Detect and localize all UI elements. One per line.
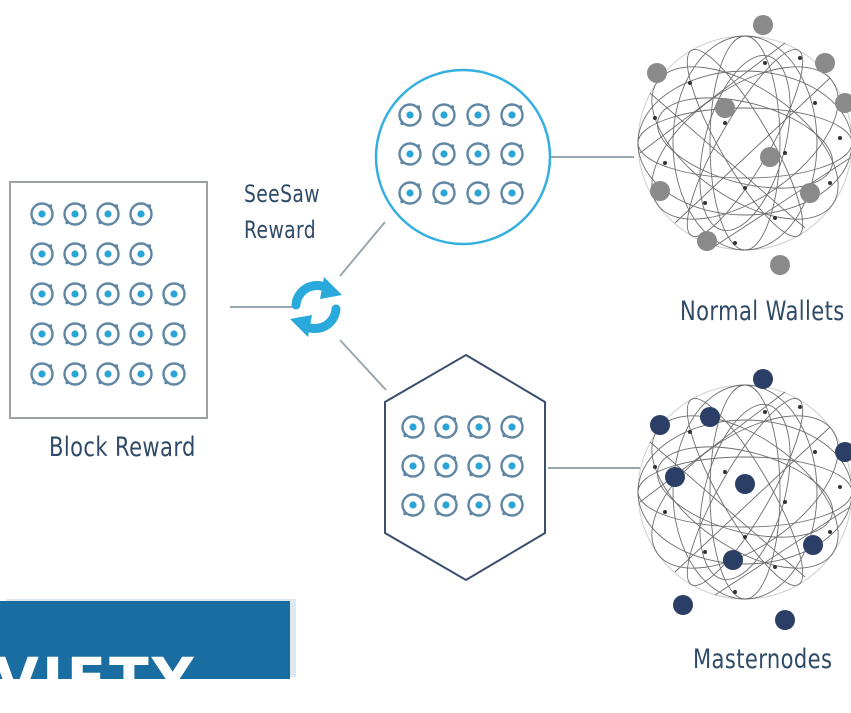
connector-swap-to-hexagon <box>339 339 387 391</box>
coin-icon <box>63 282 87 306</box>
coin-icon <box>500 142 524 166</box>
coin-icon <box>432 103 456 127</box>
masternodes-label: Masternodes <box>693 644 833 675</box>
coin-icon <box>398 103 422 127</box>
coin-icon <box>466 142 490 166</box>
block-reward-label: Block Reward <box>49 432 196 463</box>
normal-wallets-sphere-icon <box>625 15 851 275</box>
coin-icon <box>63 202 87 226</box>
coin-icon <box>63 362 87 386</box>
coin-icon <box>398 142 422 166</box>
coin-icon <box>467 454 491 478</box>
coin-icon <box>63 242 87 266</box>
coin-icon <box>30 362 54 386</box>
coin-icon <box>432 181 456 205</box>
coin-icon <box>129 362 153 386</box>
coin-icon <box>162 282 186 306</box>
coin-icon <box>96 242 120 266</box>
coin-icon <box>96 322 120 346</box>
coin-icon <box>63 322 87 346</box>
banner-text: VIETY <box>0 645 197 713</box>
coin-icon <box>30 202 54 226</box>
normal-wallets-label: Normal Wallets <box>680 296 845 327</box>
coin-icon <box>500 103 524 127</box>
swap-arrows-icon <box>290 277 342 337</box>
coin-icon <box>466 103 490 127</box>
coin-icon <box>129 322 153 346</box>
seesaw-reward-label: SeeSaw Reward <box>244 176 320 248</box>
coin-icon <box>466 181 490 205</box>
coin-icon <box>398 181 422 205</box>
masternodes-sphere-icon <box>625 369 851 630</box>
coin-icon <box>96 282 120 306</box>
coin-icon <box>129 282 153 306</box>
coin-icon <box>401 415 425 439</box>
coin-icon <box>162 322 186 346</box>
coin-icon <box>96 362 120 386</box>
coin-icon <box>434 415 458 439</box>
coin-icon <box>129 202 153 226</box>
masternode-hexagon <box>384 353 546 582</box>
coin-icon <box>401 493 425 517</box>
coin-icon <box>434 493 458 517</box>
coin-icon <box>129 242 153 266</box>
coin-icon <box>30 282 54 306</box>
coin-icon <box>500 493 524 517</box>
seesaw-label-line1: SeeSaw <box>244 180 320 208</box>
coin-icon <box>467 493 491 517</box>
connector-swap-to-circle <box>339 221 386 277</box>
coin-icon <box>500 181 524 205</box>
coin-icon <box>30 242 54 266</box>
coin-icon <box>96 202 120 226</box>
coin-icon <box>432 142 456 166</box>
coin-icon <box>162 362 186 386</box>
coin-icon <box>401 454 425 478</box>
coin-icon <box>500 454 524 478</box>
coin-icon <box>30 322 54 346</box>
seesaw-label-line2: Reward <box>244 216 317 244</box>
reward-diagram <box>9 15 851 630</box>
coin-icon <box>434 454 458 478</box>
bottom-banner: VIETY <box>0 601 290 713</box>
coin-icon <box>500 415 524 439</box>
coin-icon <box>467 415 491 439</box>
